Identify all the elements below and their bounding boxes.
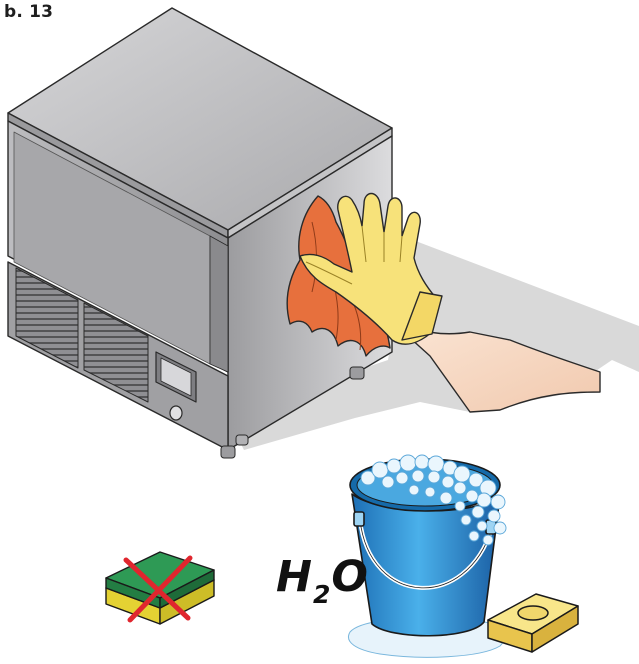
h2o-formula: H2O bbox=[276, 556, 368, 599]
formula-subscript: 2 bbox=[313, 580, 330, 609]
formula-o: O bbox=[331, 552, 368, 602]
cabinet-foot bbox=[350, 367, 364, 379]
formula-h: H bbox=[276, 552, 312, 602]
power-button bbox=[170, 406, 182, 420]
cabinet-foot bbox=[221, 446, 235, 458]
door-side-edge bbox=[210, 236, 228, 372]
cabinet-foot bbox=[236, 435, 248, 445]
